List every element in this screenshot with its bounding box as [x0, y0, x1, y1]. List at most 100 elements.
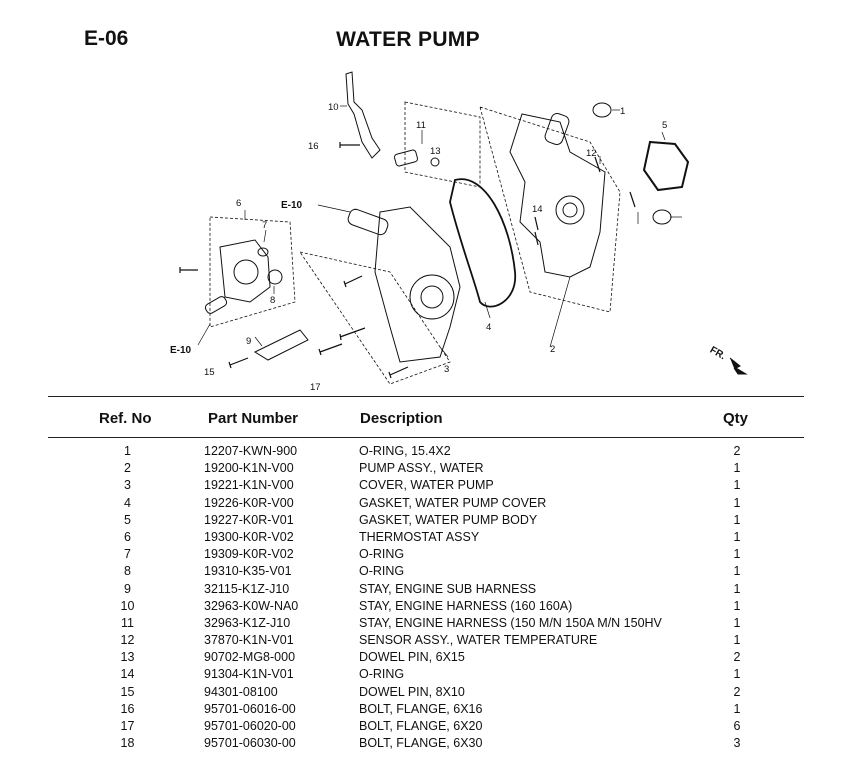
- ref-number-cell: 7: [124, 547, 131, 562]
- part-number-cell: 32115-K1Z-J10: [204, 581, 290, 596]
- ref-number-cell: 9: [124, 581, 131, 596]
- callout: 13: [430, 146, 441, 157]
- qty-cell: 2: [733, 444, 741, 458]
- qty-cell: 1: [733, 615, 741, 630]
- part-number-cell: 19310-K35-V01: [204, 564, 292, 579]
- description-cell: BOLT, FLANGE, 6X30: [359, 736, 483, 751]
- table-row: 3 19221-K1N-V00 COVER, WATER PUMP 1: [0, 477, 845, 494]
- part-number-cell: 19300-K0R-V02: [204, 529, 294, 544]
- callout: 17: [310, 382, 321, 393]
- part-number-cell: 90702-MG8-000: [204, 650, 296, 665]
- table-row: 11 32963-K1Z-J10 STAY, ENGINE HARNESS (150…: [0, 615, 845, 632]
- description-cell: DOWEL PIN, 6X15: [359, 650, 465, 665]
- description-cell: BOLT, FLANGE, 6X16: [359, 701, 483, 716]
- page-code: E-06: [84, 27, 129, 50]
- part-number-cell: 32963-K1Z-J10: [204, 615, 291, 630]
- part-number-cell: 32963-K0W-NA0: [204, 598, 299, 613]
- qty-cell: 6: [733, 719, 741, 733]
- callout: FR.: [708, 345, 728, 363]
- table-top-rule: [48, 396, 804, 397]
- qty-cell: 1: [733, 581, 741, 596]
- qty-cell: 1: [733, 529, 741, 544]
- part-number-cell: 91304-K1N-V01: [204, 667, 294, 682]
- ref-number-cell: 15: [120, 684, 135, 699]
- ref-number-cell: 14: [120, 667, 135, 682]
- description-cell: O-RING, 15.4X2: [359, 444, 451, 458]
- ref-number-cell: 3: [124, 478, 131, 493]
- callout: 2: [550, 344, 555, 355]
- ref-number-cell: 2: [124, 461, 131, 476]
- ref-number-cell: 4: [124, 495, 131, 510]
- description-cell: THERMOSTAT ASSY: [359, 529, 480, 544]
- callout: 7: [262, 220, 267, 231]
- qty-cell: 1: [733, 478, 741, 493]
- callout: 8: [270, 295, 275, 306]
- page-title: WATER PUMP: [336, 28, 480, 51]
- table-row: 12 37870-K1N-V01 SENSOR ASSY., WATER TEMPE…: [0, 632, 845, 649]
- description-cell: PUMP ASSY., WATER: [359, 461, 484, 476]
- callout: 4: [486, 322, 491, 333]
- ref-number-cell: 5: [124, 512, 131, 527]
- col-header-part-number: Part Number: [208, 410, 299, 427]
- ref-number-cell: 8: [124, 564, 131, 579]
- ref-number-cell: 6: [124, 529, 131, 544]
- callout: 14: [532, 204, 543, 215]
- callout: 1: [620, 106, 625, 117]
- part-number-cell: 95701-06016-00: [204, 701, 296, 716]
- description-cell: O-RING: [359, 564, 405, 579]
- col-header-qty: Qty: [723, 410, 749, 427]
- callout: 11: [416, 120, 426, 131]
- part-number-cell: 95701-06030-00: [204, 736, 296, 751]
- ref-number-cell: 16: [120, 701, 135, 716]
- callout: E-10: [170, 345, 192, 356]
- ref-number-cell: 11: [121, 615, 134, 630]
- description-cell: O-RING: [359, 667, 405, 682]
- part-number-cell: 19221-K1N-V00: [204, 478, 294, 493]
- part-number-cell: 19227-K0R-V01: [204, 512, 294, 527]
- qty-cell: 1: [733, 512, 741, 527]
- table-row: 13 90702-MG8-000 DOWEL PIN, 6X15 2: [0, 649, 845, 666]
- qty-cell: 1: [733, 633, 741, 648]
- qty-cell: 2: [733, 684, 741, 699]
- qty-cell: 1: [733, 495, 741, 510]
- callout: 5: [662, 120, 667, 131]
- callout: 16: [308, 141, 319, 152]
- description-cell: COVER, WATER PUMP: [359, 478, 494, 493]
- ref-number-cell: 12: [120, 633, 135, 648]
- description-cell: STAY, ENGINE HARNESS (150 M/N 150A M/N 1…: [359, 615, 662, 630]
- callout: E-10: [281, 200, 303, 211]
- callout: 10: [328, 102, 339, 113]
- qty-cell: 1: [733, 598, 741, 613]
- description-cell: SENSOR ASSY., WATER TEMPERATURE: [359, 633, 598, 648]
- col-header-ref: Ref. No: [99, 410, 152, 427]
- qty-cell: 1: [733, 564, 741, 579]
- callout: 3: [444, 364, 449, 375]
- part-number-cell: 37870-K1N-V01: [204, 633, 294, 648]
- qty-cell: 3: [733, 736, 741, 751]
- part-number-cell: 95701-06020-00: [204, 719, 296, 733]
- part-number-cell: 12207-KWN-900: [204, 444, 298, 458]
- ref-number-cell: 10: [120, 598, 135, 613]
- qty-cell: 1: [733, 461, 741, 476]
- table-row: 6 19300-K0R-V02 THERMOSTAT ASSY 1: [0, 529, 845, 546]
- part-number-cell: 94301-08100: [204, 684, 278, 699]
- callout: 15: [204, 367, 215, 378]
- qty-cell: 2: [733, 650, 741, 665]
- col-header-description: Description: [360, 410, 443, 427]
- table-row: 5 19227-K0R-V01 GASKET, WATER PUMP BODY 1: [0, 512, 845, 529]
- ref-number-cell: 13: [120, 650, 135, 665]
- table-row: 8 19310-K35-V01 O-RING 1: [0, 563, 845, 580]
- part-number-cell: 19226-K0R-V00: [204, 495, 294, 510]
- table-row: 4 19226-K0R-V00 GASKET, WATER PUMP COVER 1: [0, 495, 845, 512]
- description-cell: GASKET, WATER PUMP BODY: [359, 512, 538, 527]
- description-cell: STAY, ENGINE SUB HARNESS: [359, 581, 537, 596]
- qty-cell: 1: [733, 547, 741, 562]
- description-cell: GASKET, WATER PUMP COVER: [359, 495, 547, 510]
